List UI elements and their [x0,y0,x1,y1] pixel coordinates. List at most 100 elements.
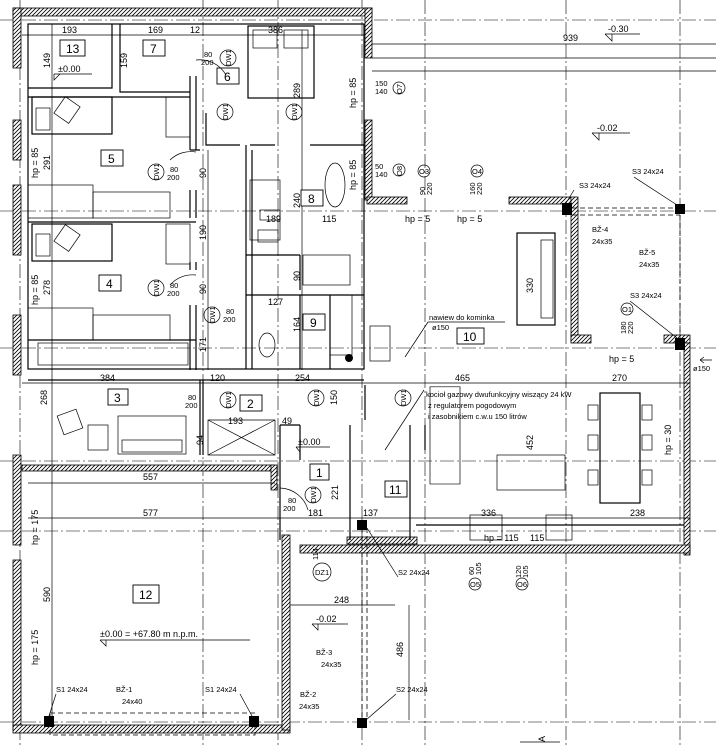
door-tag: DW1 [224,391,233,408]
structural-labels: S3 24x24 S3 24x24 BŽ-4 24x35 BŽ-5 24x35 … [48,167,681,736]
hp-label: hp = 5 [609,354,634,364]
exterior-walls [12,7,691,734]
window-size: 90 [418,187,427,195]
column-label: S1 24x24 [56,685,88,694]
door-size: 80 [288,496,296,505]
room-5: 5 [108,152,115,166]
room-2: 2 [247,397,254,411]
dim-label: 159 [119,53,129,68]
beam-label: BŽ-2 [300,690,316,699]
dim-label: 939 [563,33,578,43]
dim-label: 12 [190,25,200,35]
boiler-note-line3: i zasobnikiem c.w.u 150 litrów [428,412,527,421]
column-label: S3 24x24 [632,167,664,176]
window-tag: O7 [395,84,404,94]
hp-label: hp = 175 [30,510,40,545]
dim-label: 169 [148,25,163,35]
door-tag: DW1 [399,389,408,406]
elevation-porch: -0.02 [316,614,337,624]
room-13: 13 [66,42,80,56]
dim-label: 330 [525,278,535,293]
column-label: S3 24x24 [579,181,611,190]
room-7: 7 [150,42,157,56]
door-size: 80 [170,165,178,174]
window-height: 140 [375,170,388,179]
beam-label: BŽ-5 [639,248,655,257]
window-size: 120 [514,565,523,578]
door-tag: DW1 [224,49,233,66]
hp-label: hp = 85 [348,160,358,190]
room-labels: 13 7 6 5 4 8 9 3 2 1 11 10 12 [59,39,485,604]
dim-label: 289 [292,83,302,98]
beam-size: 24x35 [321,660,341,669]
dim-label: 291 [42,155,52,170]
hp-label: hp = 5 [405,214,430,224]
hp-label: hp = 5 [457,214,482,224]
section-marker: A [537,736,547,742]
window-tag: O8 [395,166,404,176]
dim-label: 577 [143,508,158,518]
dim-label: 120 [210,373,225,383]
dim-label: 193 [62,25,77,35]
hp-label: hp = 30 [663,425,673,455]
dim-label: 149 [42,53,52,68]
dim-label: 268 [39,390,49,405]
dim-label: 90 [292,271,302,281]
dim-label: 465 [455,373,470,383]
window-width: 150 [375,79,388,88]
window-size: 180 [619,321,628,334]
column-label: S1 24x24 [205,685,237,694]
window-tag: O1 [622,305,632,314]
door-tag: DW1 [152,279,161,296]
dim-label: 181 [308,508,323,518]
dim-label: 94 [195,435,205,445]
door-size: 80 [188,393,196,402]
dim-label: 486 [395,642,405,657]
door-tag: DW1 [208,306,217,323]
dim-label: 386 [268,25,283,35]
beam-size: 24x40 [122,697,142,706]
door-height: 200 [185,401,198,410]
sill-heights: hp = 85 hp = 85 hp = 85 hp = 85 hp = 30 … [30,78,673,665]
dim-label: 452 [525,435,535,450]
room-3: 3 [114,391,121,405]
elevation-terrace: -0.02 [597,123,618,133]
window-width: 50 [375,162,383,171]
window-size: 105 [474,562,483,575]
window-size: 60 [467,567,476,575]
window-size: 220 [626,321,635,334]
boiler-note-line1: kocioł gazowy dwufunkcyjny wiszący 24 kW [426,390,572,399]
door-tag: DW1 [309,486,318,503]
room-4: 4 [106,277,113,291]
window-size: 220 [475,182,484,195]
window-height: 140 [375,87,388,96]
elevation-room-13: ±0.00 [58,64,80,74]
dim-label: 240 [292,193,302,208]
hp-label: hp = 115 [484,533,519,543]
dim-label: 171 [198,337,208,352]
dim-label: 278 [42,280,52,295]
door-size: 80 [226,307,234,316]
dim-label: 193 [228,416,243,426]
column-label: S2 24x24 [398,568,430,577]
dim-label: 190 [198,225,208,240]
dim-label: 115 [322,214,336,224]
beam-label: BŽ-4 [592,225,608,234]
door-size: 80 [170,281,178,290]
dim-label: 150 [329,390,339,405]
hp-label: hp = 85 [30,148,40,178]
dim-label: 90 [198,168,208,178]
door-height: 200 [223,315,236,324]
dim-label: 189 [266,214,281,224]
door-tag-entrance: DZ1 [315,568,329,577]
door-size: 80 [204,50,212,59]
door-tag: DW1 [221,103,230,120]
door-size: 114 [311,548,320,560]
window-size: 105 [521,565,530,578]
door-height: 200 [283,504,296,513]
fireplace-diameter: ø150 [432,323,449,332]
window-tag: O4 [472,167,482,176]
